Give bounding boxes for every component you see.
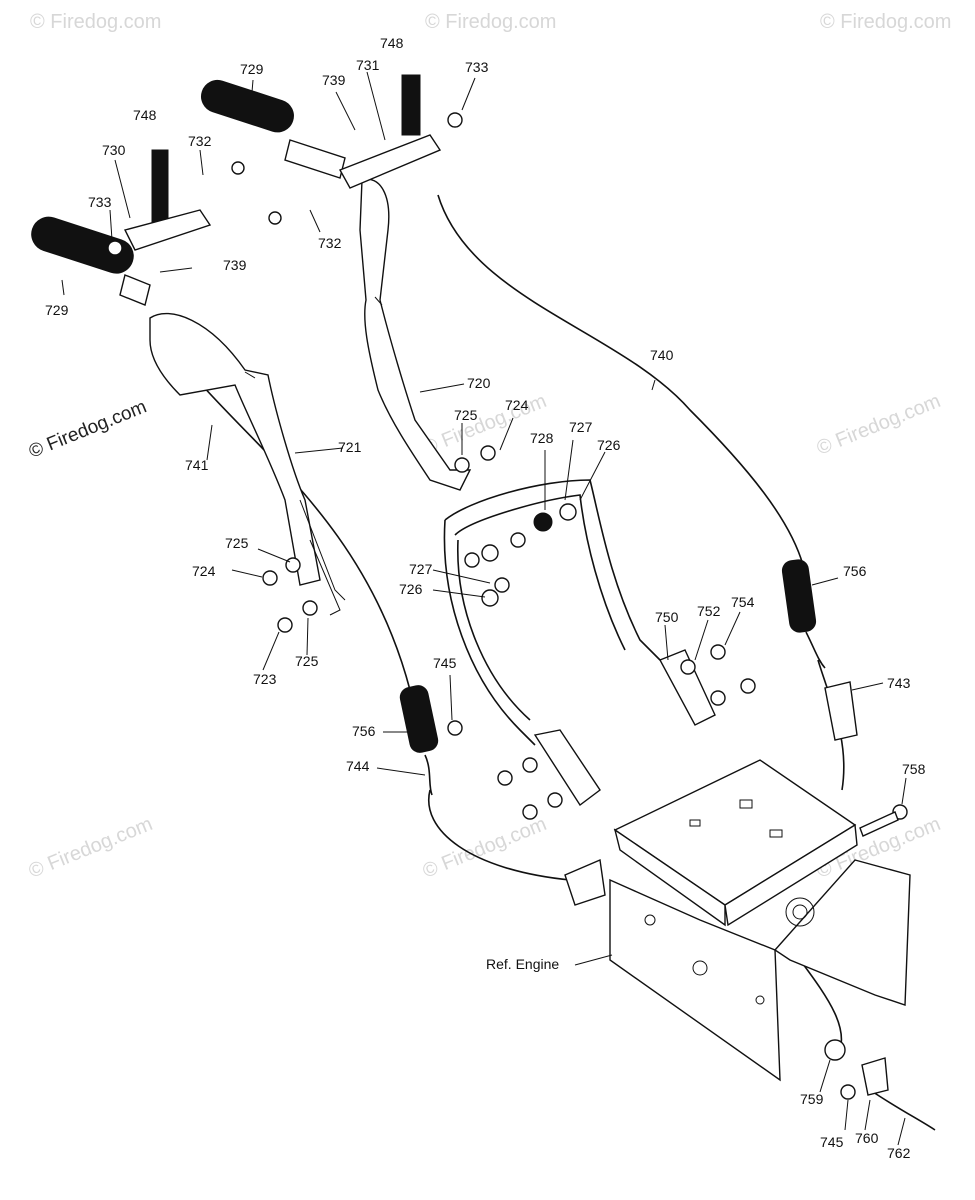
cable-744-lower: [427, 789, 571, 881]
bail-lever: [443, 479, 716, 807]
label-756: 756: [843, 563, 867, 579]
label-730: 730: [102, 142, 126, 158]
springs: [399, 559, 826, 796]
label-725: 725: [454, 407, 478, 423]
label-758: 758: [902, 761, 926, 777]
label-741: 741: [185, 457, 209, 473]
label-725: 725: [225, 535, 249, 551]
label-ref-engine: Ref. Engine: [486, 956, 559, 972]
watermark-text: © Firedog.com: [30, 11, 161, 33]
label-756: 756: [352, 723, 376, 739]
label-748: 748: [133, 107, 157, 123]
label-743: 743: [887, 675, 911, 691]
watermark-text: © Firedog.com: [26, 396, 150, 462]
label-739: 739: [322, 72, 346, 88]
label-727: 727: [569, 419, 593, 435]
label-725: 725: [295, 653, 319, 669]
label-726: 726: [597, 437, 621, 453]
hardware: [262, 445, 908, 1100]
part-labels: 729 739 731 748 733 748 732 730 733 732 …: [45, 35, 926, 1161]
label-733: 733: [465, 59, 489, 75]
label-729: 729: [240, 61, 264, 77]
label-750: 750: [655, 609, 679, 625]
cable-762: [869, 1089, 936, 1131]
label-727: 727: [409, 561, 433, 577]
label-732: 732: [188, 133, 212, 149]
watermark-text: © Firedog.com: [425, 11, 556, 33]
label-731: 731: [356, 57, 380, 73]
grips: [31, 79, 346, 306]
label-759: 759: [800, 1091, 824, 1107]
label-752: 752: [697, 603, 721, 619]
label-724: 724: [192, 563, 216, 579]
label-721: 721: [338, 439, 362, 455]
label-723: 723: [253, 671, 277, 687]
label-760: 760: [855, 1130, 879, 1146]
label-739: 739: [223, 257, 247, 273]
watermark-text: © Firedog.com: [820, 11, 951, 33]
label-745: 745: [433, 655, 457, 671]
cable-740: [437, 194, 804, 566]
label-728: 728: [530, 430, 554, 446]
label-732: 732: [318, 235, 342, 251]
watermark-text: © Firedog.com: [420, 813, 550, 883]
label-726: 726: [399, 581, 423, 597]
label-724: 724: [505, 397, 529, 413]
label-762: 762: [887, 1145, 911, 1161]
label-740: 740: [650, 347, 674, 363]
left-handle: [149, 312, 346, 616]
label-754: 754: [731, 594, 755, 610]
engine-frame: [609, 759, 911, 1082]
cables: [159, 194, 936, 1131]
label-733: 733: [88, 194, 112, 210]
watermark-text: © Firedog.com: [814, 390, 944, 460]
label-720: 720: [467, 375, 491, 391]
label-744: 744: [346, 758, 370, 774]
levers: [107, 74, 463, 256]
label-729: 729: [45, 302, 69, 318]
leader-lines: [61, 71, 907, 1146]
label-745: 745: [820, 1134, 844, 1150]
label-748: 748: [380, 35, 404, 51]
watermark-text: © Firedog.com: [26, 813, 156, 883]
right-handle: [359, 178, 472, 491]
